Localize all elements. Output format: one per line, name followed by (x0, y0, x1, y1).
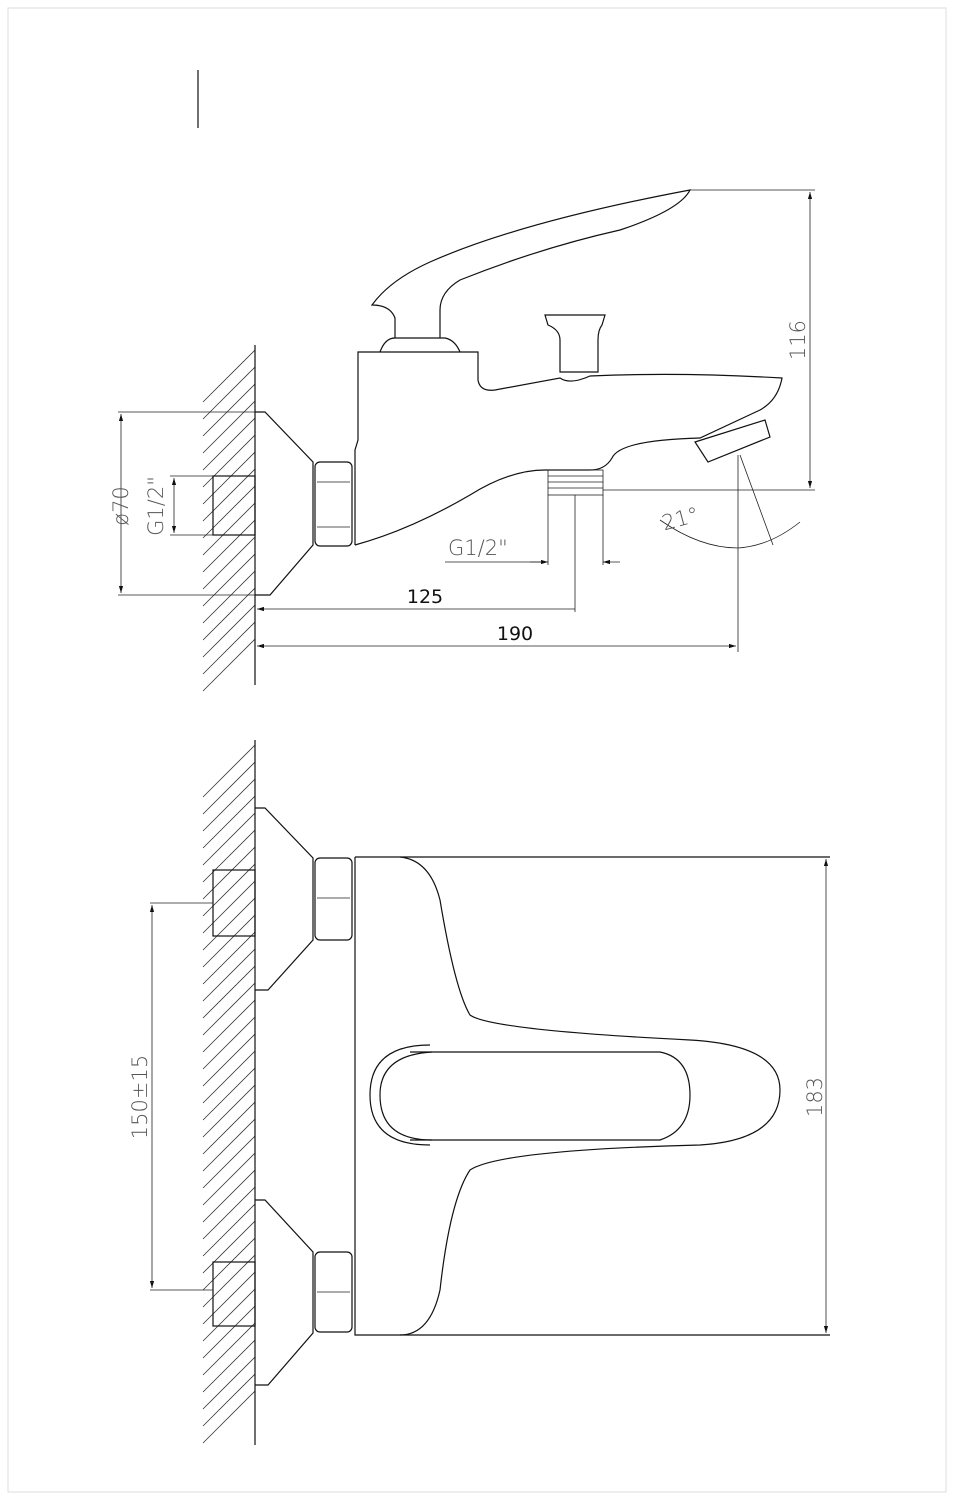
dim-inlet-spacing-label: 150±15 (128, 1055, 152, 1139)
lever-handle (370, 189, 692, 338)
hatch-line (202, 417, 256, 471)
hatch-line (202, 587, 256, 641)
aerator (694, 419, 771, 463)
front-view: 150±15 183 (128, 740, 830, 1445)
dim-spout-reach-label: 190 (497, 623, 533, 645)
hatch-line (202, 1322, 256, 1376)
angle-arc (659, 519, 801, 549)
hatch-line (202, 451, 256, 505)
hatch-line (202, 1305, 256, 1359)
inlet-pipe-upper (212, 869, 256, 937)
hatch-line (202, 931, 256, 985)
dim-inlet-thread-label: G1/2" (144, 476, 168, 536)
hatch-line (202, 812, 256, 866)
hatch-line (202, 761, 256, 815)
hatch-line (202, 1271, 256, 1325)
hatch-line (202, 1101, 256, 1155)
hatch-line (202, 1016, 256, 1070)
hatch-line (202, 846, 256, 900)
hatch-line (202, 519, 256, 573)
hatch-line (202, 502, 256, 556)
hatch-line (202, 795, 256, 849)
hatch-line (202, 1237, 256, 1291)
hatch-line (202, 1033, 256, 1087)
hatch-line (202, 1254, 256, 1308)
escutcheon-upper (255, 807, 314, 991)
diverter-knob (544, 314, 606, 373)
dim-outlet-distance-label: 125 (407, 586, 443, 608)
hatch-line (202, 1186, 256, 1240)
hatch-line (202, 1152, 256, 1206)
hatch-line (202, 485, 256, 539)
hatch-line (202, 914, 256, 968)
hatch-line (202, 897, 256, 951)
hatch-line (202, 880, 256, 934)
wall-hatching (202, 744, 256, 1444)
hatch-line (202, 383, 256, 437)
hex-nut (314, 461, 353, 547)
hatch-line (202, 1220, 256, 1274)
hatch-line (202, 1390, 256, 1444)
hatch-line (202, 948, 256, 1002)
escutcheon-lower (255, 1199, 314, 1386)
lever-grip (410, 1051, 691, 1141)
hatch-line (202, 1203, 256, 1257)
hatch-line (202, 778, 256, 832)
hatch-line (202, 366, 256, 420)
hatch-line (202, 829, 256, 883)
hatch-line (202, 1339, 256, 1393)
dim-diameter-label: ø70 (109, 486, 133, 526)
hatch-line (202, 570, 256, 624)
side-view: ø70 G1/2" 116 G1/2" 21° 125 190 (109, 189, 815, 692)
hatch-line (202, 999, 256, 1053)
mixer-body (354, 351, 783, 546)
mixer-body-outline (354, 856, 830, 1336)
hatch-line (202, 1169, 256, 1223)
wall-hatching (202, 349, 256, 692)
hatch-line (202, 434, 256, 488)
hatch-line (202, 1050, 256, 1104)
hatch-line (202, 553, 256, 607)
hatch-line (202, 744, 256, 798)
hatch-line (202, 1067, 256, 1121)
hatch-line (202, 1373, 256, 1427)
dim-height-label: 116 (786, 320, 810, 360)
hatch-line (202, 1135, 256, 1189)
hatch-line (202, 1356, 256, 1410)
cartridge-cap (379, 337, 461, 353)
outlet-thread (547, 469, 604, 496)
hatch-line (202, 536, 256, 590)
hatch-line (202, 965, 256, 1019)
hatch-line (202, 1118, 256, 1172)
inlet-pipe (212, 475, 256, 536)
hatch-line (202, 863, 256, 917)
page-border (7, 7, 947, 1493)
hatch-line (202, 400, 256, 454)
inlet-pipe-lower (212, 1261, 256, 1327)
hatch-line (202, 1084, 256, 1138)
lever-front (399, 856, 781, 1336)
dim-body-width-label: 183 (803, 1077, 827, 1117)
dim-outlet-thread-label: G1/2" (448, 536, 508, 560)
hex-nut-lower (314, 1251, 353, 1333)
hatch-line (202, 349, 256, 403)
hatch-line (202, 982, 256, 1036)
hatch-line (202, 468, 256, 522)
hex-nut-upper (314, 857, 353, 941)
dim-angle-label: 21° (659, 502, 701, 535)
hatch-line (202, 1288, 256, 1342)
hatch-line (202, 638, 256, 692)
hatch-line (202, 604, 256, 658)
hatch-line (202, 621, 256, 675)
escutcheon (255, 411, 314, 596)
